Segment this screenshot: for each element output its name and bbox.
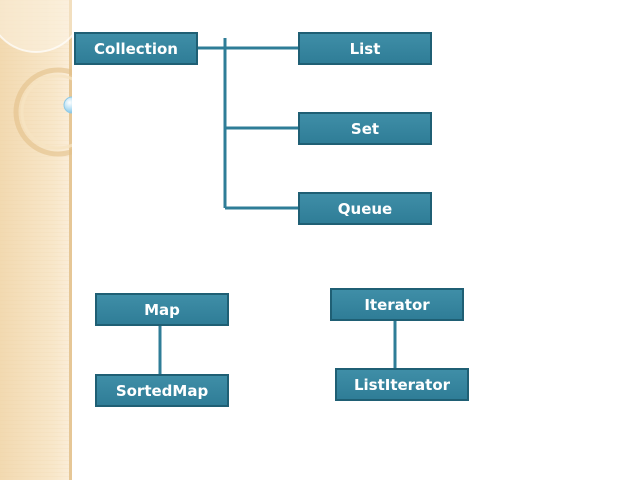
decorative-sidebar [0, 0, 72, 480]
node-collection: Collection [74, 32, 198, 65]
node-map: Map [95, 293, 229, 326]
sidebar-decoration [0, 0, 72, 480]
node-sortedmap: SortedMap [95, 374, 229, 407]
node-queue: Queue [298, 192, 432, 225]
node-iterator: Iterator [330, 288, 464, 321]
node-listiterator: ListIterator [335, 368, 469, 401]
node-set: Set [298, 112, 432, 145]
node-list: List [298, 32, 432, 65]
